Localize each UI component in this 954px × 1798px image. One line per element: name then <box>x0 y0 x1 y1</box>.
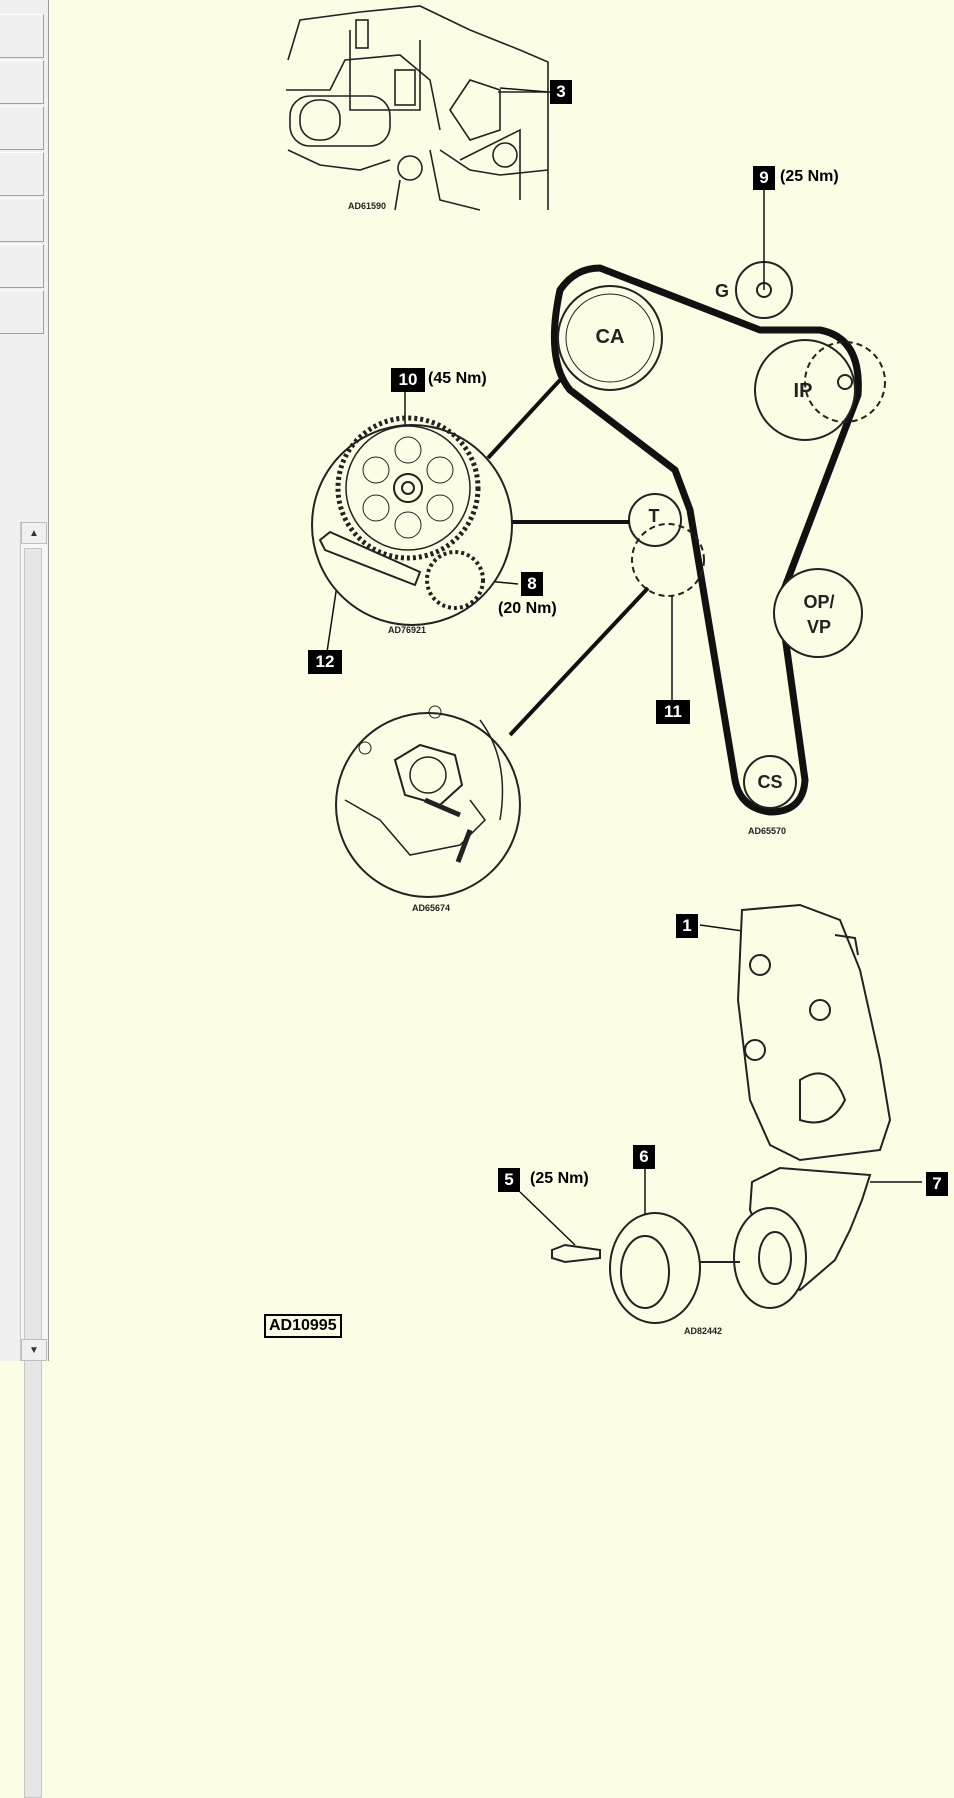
torque-9: (25 Nm) <box>780 168 839 185</box>
label-op-1: OP/ <box>803 592 835 612</box>
ref-belt: AD65570 <box>748 826 787 836</box>
sidebar-button-6[interactable] <box>0 244 44 288</box>
tensioner-detail <box>335 705 521 898</box>
callout-12: 12 <box>308 650 342 674</box>
callout-8: 8 <box>521 572 543 596</box>
scroll-down-icon[interactable]: ▼ <box>21 1339 47 1361</box>
torque-8: (20 Nm) <box>498 600 557 617</box>
sidebar-button-1[interactable] <box>0 14 44 58</box>
timing-belt-diagram-svg <box>286 5 922 1324</box>
crank-pulley-assembly <box>551 1166 872 1324</box>
sidebar-button-3[interactable] <box>0 106 44 150</box>
sidebar-button-5[interactable] <box>0 198 44 242</box>
crankshaft-pulley <box>743 755 797 809</box>
sidebar-button-4[interactable] <box>0 152 44 196</box>
vertical-scrollbar[interactable]: ▲ ▼ <box>20 522 47 1798</box>
timing-cover <box>736 903 892 1162</box>
ref-top: AD61590 <box>348 201 387 211</box>
label-g: G <box>714 281 729 301</box>
torque-10: (45 Nm) <box>428 370 487 387</box>
scrollbar-thumb[interactable] <box>24 548 42 1798</box>
ref-tensioner: AD65674 <box>412 903 451 913</box>
label-cs: CS <box>757 772 783 792</box>
label-op-2: VP <box>806 617 831 637</box>
camshaft-bracket-drawing <box>286 5 552 211</box>
diagram-canvas: 3 9 10 8 12 11 1 6 5 7 (25 Nm) (45 Nm) (… <box>48 0 954 1361</box>
ref-pulley: AD82442 <box>684 1326 723 1336</box>
timing-belt <box>550 264 862 816</box>
callout-9: 9 <box>753 166 775 190</box>
callout-3: 3 <box>550 80 572 104</box>
scroll-up-icon[interactable]: ▲ <box>21 522 47 544</box>
torque-5: (25 Nm) <box>530 1170 589 1187</box>
oil-pump-pulley <box>773 568 863 658</box>
label-t: T <box>648 506 660 526</box>
callout-7: 7 <box>926 1172 948 1196</box>
sidebar-empty-area <box>0 342 48 522</box>
callout-6: 6 <box>633 1145 655 1169</box>
callout-1: 1 <box>676 914 698 938</box>
camshaft-pulley <box>557 285 663 391</box>
callout-11: 11 <box>656 700 690 724</box>
callout-10: 10 <box>391 368 425 392</box>
label-ip: IP <box>793 380 813 402</box>
gear-detail <box>311 415 513 626</box>
pulleys <box>557 261 886 809</box>
ref-gear: AD76921 <box>388 625 427 635</box>
injection-pump-pulley <box>754 339 856 441</box>
sidebar-button-7[interactable] <box>0 290 44 334</box>
label-ca: CA <box>595 326 625 348</box>
main-reference-code: AD10995 <box>264 1314 342 1338</box>
sidebar-button-2[interactable] <box>0 60 44 104</box>
left-panel: ▲ ▼ <box>0 0 49 1798</box>
callout-5: 5 <box>498 1168 520 1192</box>
